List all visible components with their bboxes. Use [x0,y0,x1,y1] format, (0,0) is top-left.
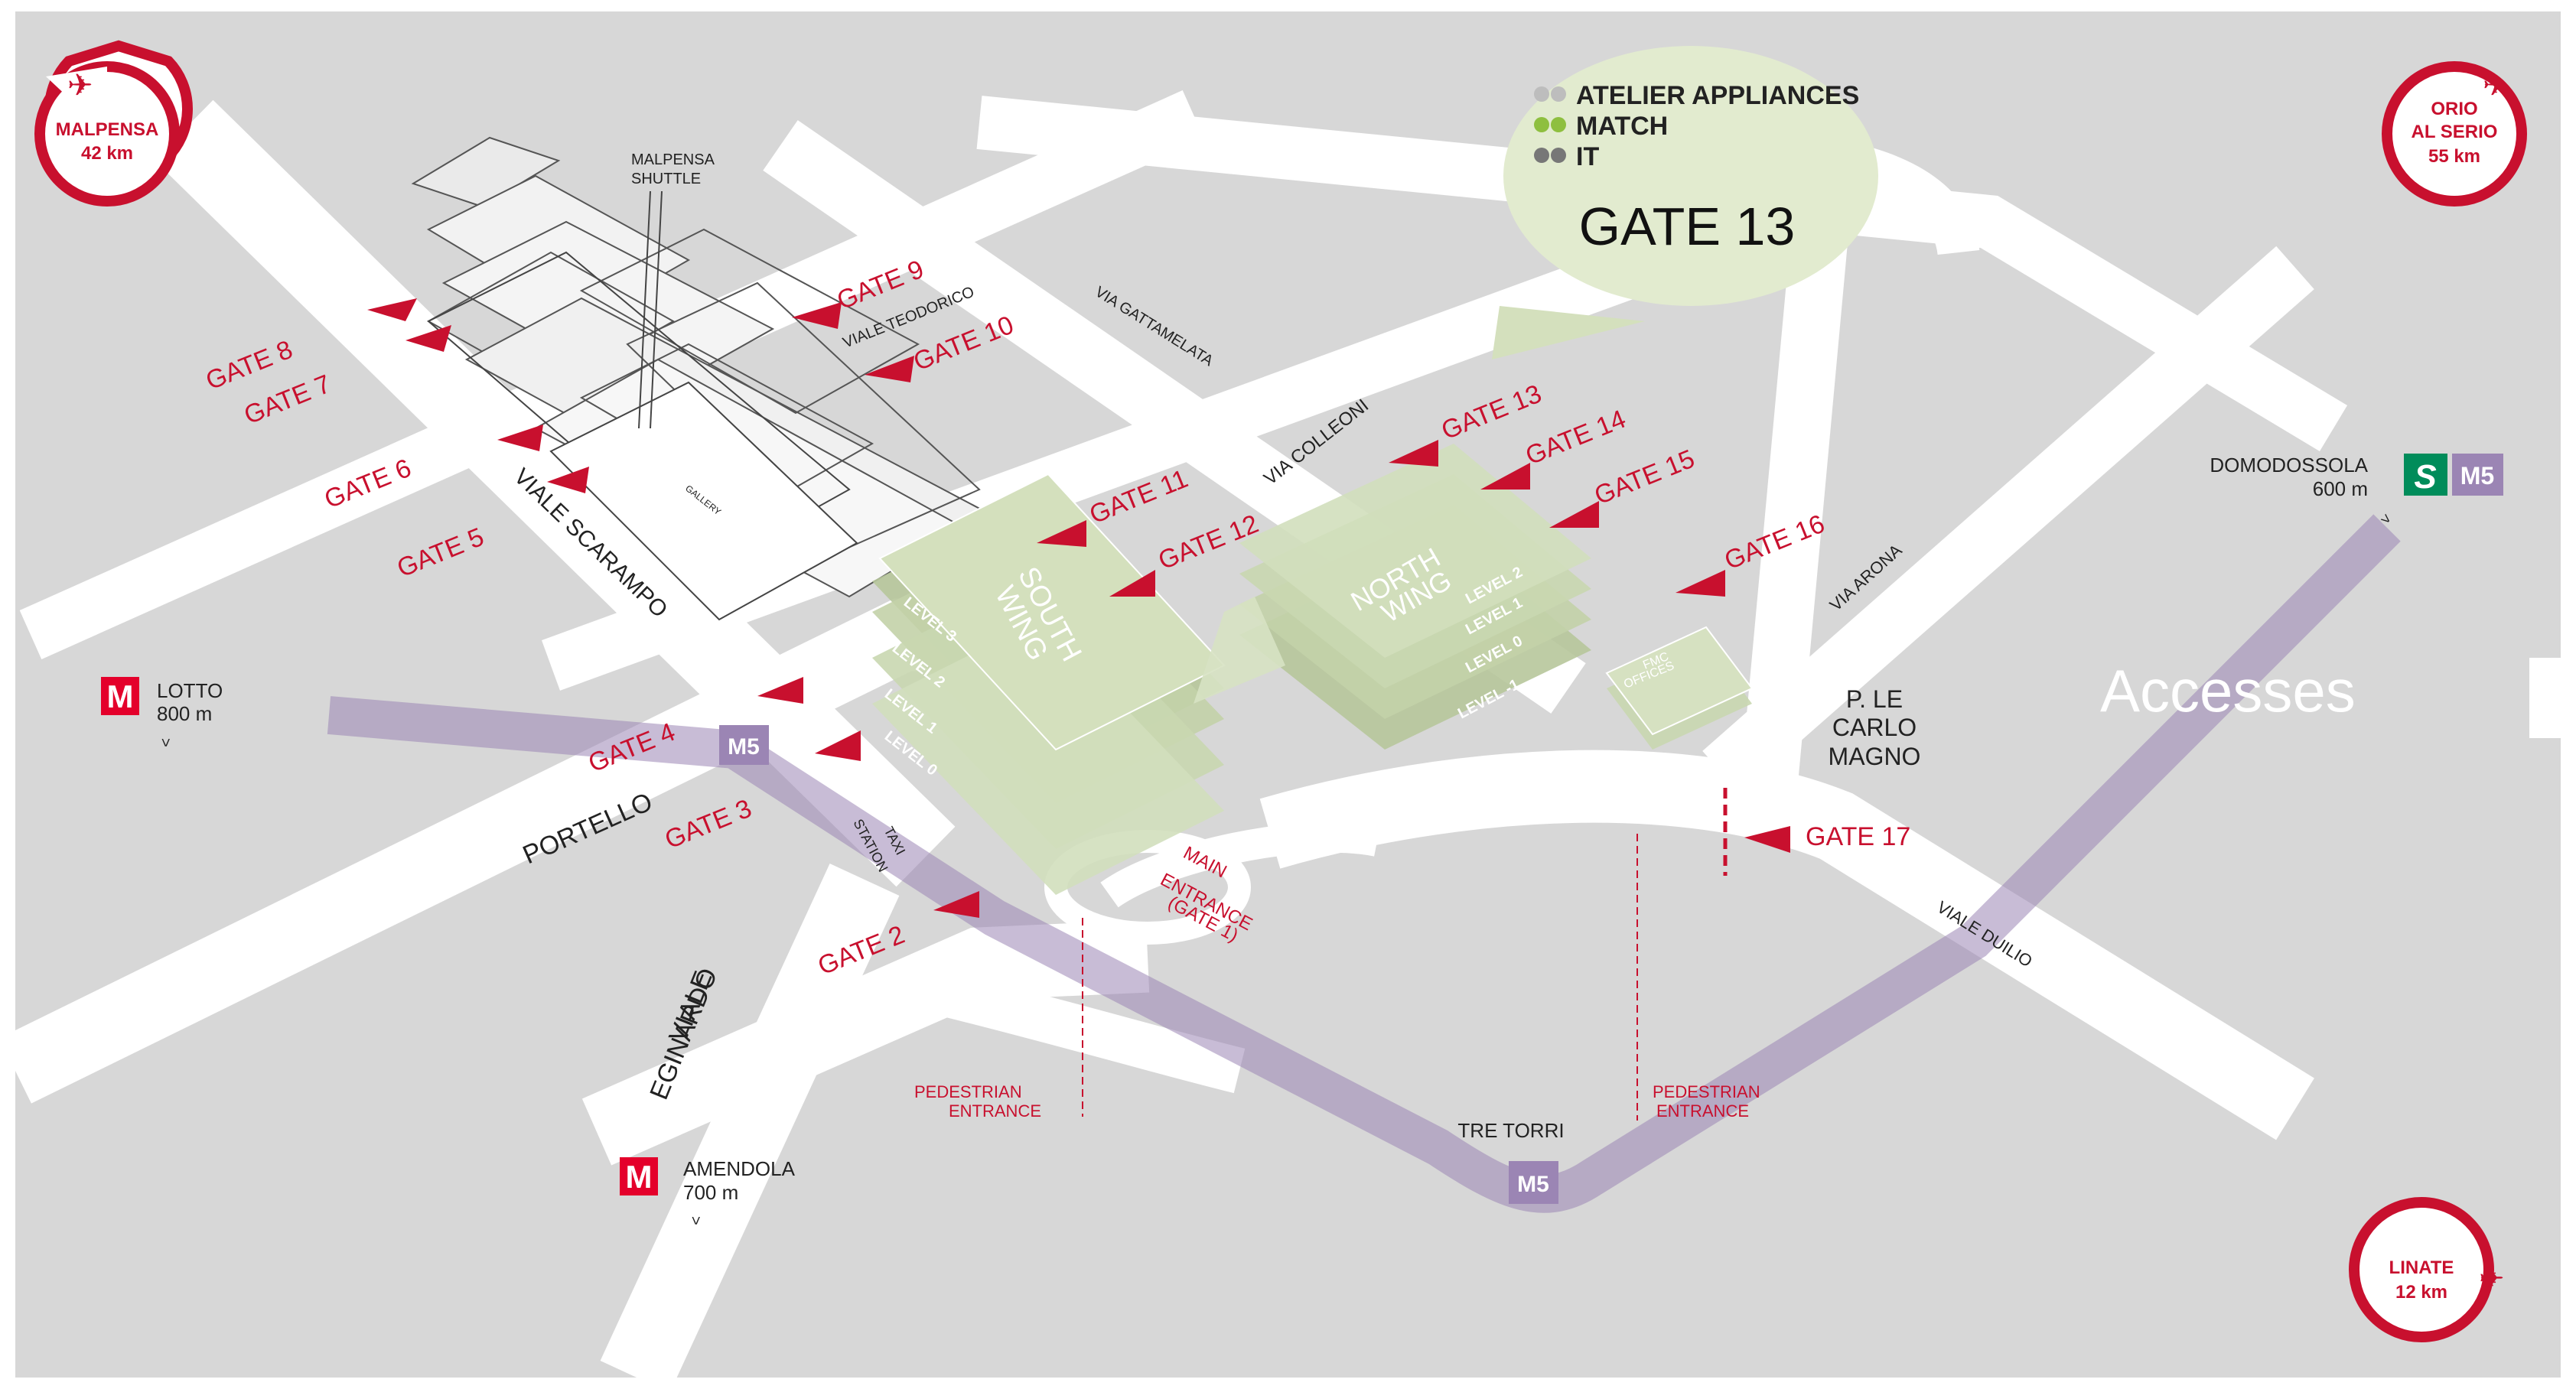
shuttle-label-2: SHUTTLE [631,171,701,187]
station-name-tre-torri: TRE TORRI [1457,1119,1564,1142]
station-distance-amendola: 700 m [683,1181,738,1204]
pedestrian-entrance-right-1: PEDESTRIAN [1653,1082,1760,1101]
fmc-offices-building [1605,626,1754,750]
m5-icon [719,725,769,765]
callout-line-2: MATCH [1576,112,1668,141]
station-name-amendola: AMENDOLA [683,1157,796,1180]
m5-icon [2452,454,2503,496]
station-domodossola: DOMODOSSOLA 600 m > S M5 [2210,454,2503,529]
m5-label: M5 [728,734,760,760]
gate-arrow-15 [1549,501,1599,528]
gate-arrows [367,298,1790,918]
gate-arrow-5 [547,467,589,493]
station-amendola: M AMENDOLA 700 m > [620,1157,796,1225]
chevron-icon: > [157,738,174,747]
station-distance-domodossola: 600 m [2313,477,2368,500]
carlo-magno-label-1: P. LE [1846,685,1903,713]
carlo-magno-label-2: CARLO [1832,714,1917,741]
suburban-rail-icon [2404,454,2447,496]
carlo-magno-label-3: MAGNO [1829,743,1921,770]
gate-arrow-6 [497,425,543,451]
road-via-arona [1702,246,2314,795]
gate-arrow-7 [405,325,451,352]
airport-name-linate: LINATE [2389,1257,2454,1278]
station-tre-torri: TRE TORRI M5 [1457,1119,1565,1204]
right-edge-tab [2529,658,2576,738]
gate-arrow-16 [1676,570,1725,597]
station-distance-lotto: 800 m [157,702,212,725]
gate-arrow-13 [1389,440,1438,467]
gate-label-17: GATE 17 [1806,822,1910,851]
m5-label: M5 [1517,1172,1549,1197]
pedestrian-entrance-left-2: ENTRANCE [949,1101,1041,1121]
airport-distance-orio: 55 km [2428,146,2480,167]
callout-line-3: IT [1576,142,1599,171]
station-lotto: M LOTTO 800 m > [101,677,223,747]
north-wing-building [1194,444,1591,750]
gate-arrow-4 [757,677,803,704]
shuttle-label-1: MALPENSA [631,151,715,168]
plane-icon: ✈ [2479,1262,2505,1296]
south-wing-building [872,473,1226,895]
plane-icon: ✈ [67,69,93,102]
pedestrian-entrance-right-2: ENTRANCE [1656,1101,1749,1121]
road-viale-scarampo [154,99,956,887]
gate-arrow-14 [1480,463,1530,490]
airport-badge-orio: ✈ ORIO AL SERIO 55 km [2382,61,2527,207]
airport-distance-malpensa: 42 km [81,143,133,164]
callout-line-1: ATELIER APPLIANCES [1576,81,1859,110]
accesses-label: Accesses [2100,657,2356,724]
gate-arrow-12 [1109,570,1155,597]
road-bottom-branch [943,971,1246,1094]
station-name-lotto: LOTTO [157,679,223,702]
pavilion-outline-lower [427,251,858,621]
shuttle-leader-2 [650,190,663,429]
map-background [15,11,2561,1378]
road-viale-duilio [1259,750,2314,1140]
road-viale-eginardo [600,864,900,1389]
gate-arrow-11 [1037,520,1086,547]
gate13-callout: ATELIER APPLIANCES MATCH IT GATE 13 [1492,46,1878,359]
chevron-icon: > [687,1216,704,1225]
station-portello-m5: M5 [719,725,769,765]
airport-name-orio: ORIO [2431,99,2477,119]
shuttle-leader-1 [638,190,651,429]
metro-icon [101,677,139,715]
gate-arrow-3 [815,730,861,761]
station-name-domodossola: DOMODOSSOLA [2210,454,2368,477]
pedestrian-entrance-left-1: PEDESTRIAN [914,1082,1022,1101]
metro-icon [620,1157,658,1195]
plane-icon: ✈ [2483,69,2509,102]
gate-arrow-10 [865,356,914,382]
gate-arrow-8 [367,298,417,321]
m5-icon [1509,1161,1558,1204]
suburban-rail-letter: S [2414,458,2436,496]
m5-label: M5 [2460,462,2494,490]
gate-arrow-9 [792,302,842,329]
airport-name-malpensa: MALPENSA [56,119,159,140]
airport-distance-linate: 12 km [2395,1282,2447,1303]
airport-badge-malpensa: ✈ MALPENSA 42 km [34,40,193,207]
metro-icon-letter: M [107,678,134,714]
gate-arrow-2 [933,891,979,918]
gate-arrow-17 [1744,826,1790,853]
callout-logo-dots [1534,86,1566,163]
callout-gate: GATE 13 [1579,197,1796,256]
airport-name-orio-2: AL SERIO [2412,122,2498,142]
metro-icon-letter: M [626,1159,653,1195]
airport-badge-linate: ✈ LINATE 12 km [2349,1197,2505,1342]
